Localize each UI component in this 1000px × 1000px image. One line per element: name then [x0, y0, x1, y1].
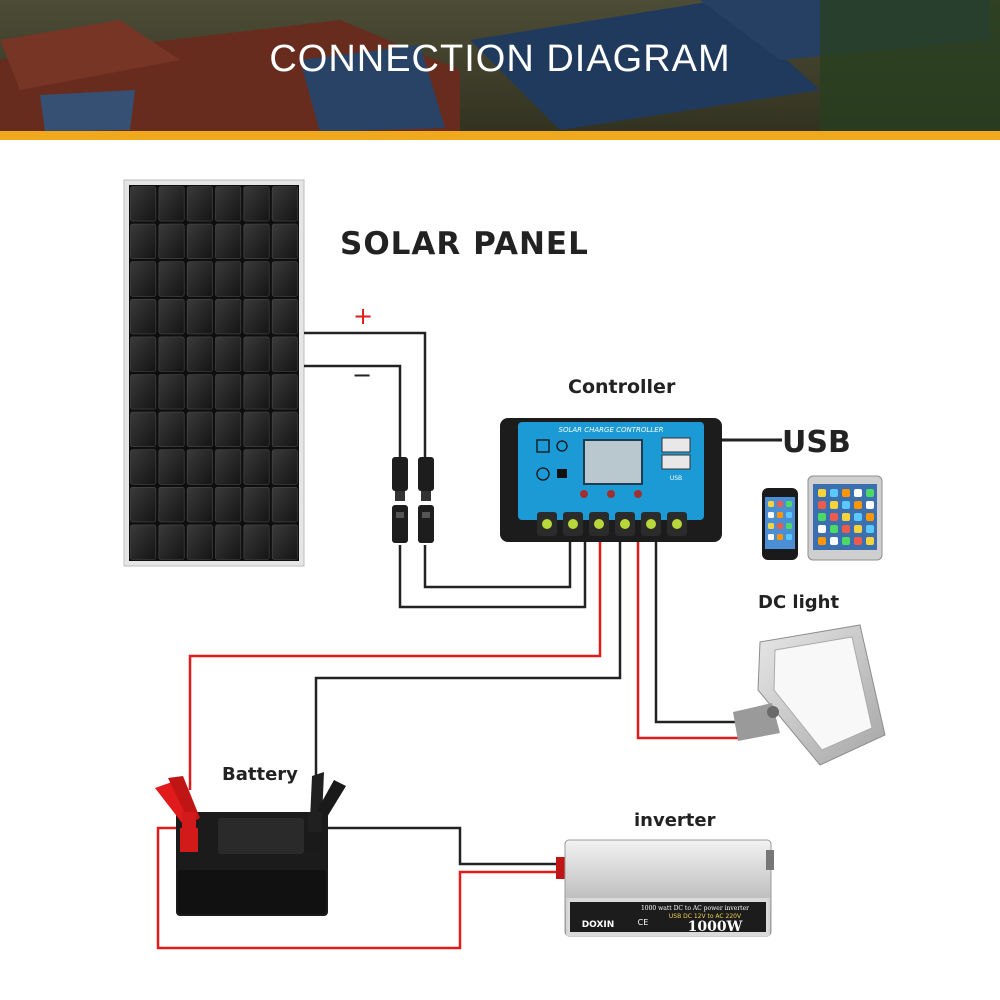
header-banner: CONNECTION DIAGRAM: [0, 0, 1000, 140]
mc4-connectors: [392, 457, 434, 543]
controller-usb-badge: USB: [670, 475, 682, 482]
dc-light-label: DC light: [758, 592, 840, 613]
red-clamp-image: [155, 776, 200, 832]
inverter-image: DOXIN 1000 watt DC to AC power inverter …: [556, 839, 774, 937]
charge-controller-image: SOLAR CHARGE CONTROLLER USB: [500, 418, 722, 542]
connection-diagram: SOLAR CHARGE CONTROLLER USB: [123, 179, 886, 950]
positive-sign: +: [353, 302, 374, 330]
page-title: CONNECTION DIAGRAM: [269, 38, 731, 80]
inverter-brand: DOXIN: [582, 920, 615, 930]
solar-panel-image: [123, 179, 305, 567]
usb-label: USB: [782, 425, 851, 460]
black-clamp-image: [308, 772, 346, 832]
dc-light-image: [733, 624, 886, 766]
negative-sign: −: [352, 361, 373, 389]
inverter-wires: [156, 826, 556, 950]
controller-label: Controller: [568, 376, 676, 398]
controller-face-title: SOLAR CHARGE CONTROLLER: [559, 426, 664, 434]
phone-image: [762, 488, 798, 560]
battery-image: [176, 812, 328, 916]
inverter-label: inverter: [634, 810, 716, 831]
battery-label: Battery: [222, 764, 298, 785]
panel-wires: [304, 331, 587, 609]
inverter-line2: USB DC 12V to AC 220V: [669, 913, 742, 920]
inverter-ce-mark: CE: [638, 918, 649, 927]
solar-panel-label: SOLAR PANEL: [340, 226, 589, 262]
tablet-image: [807, 475, 883, 561]
inverter-line1: 1000 watt DC to AC power inverter: [641, 905, 749, 912]
controller-wires: [188, 438, 782, 790]
inverter-rating: 1000W: [688, 919, 743, 935]
